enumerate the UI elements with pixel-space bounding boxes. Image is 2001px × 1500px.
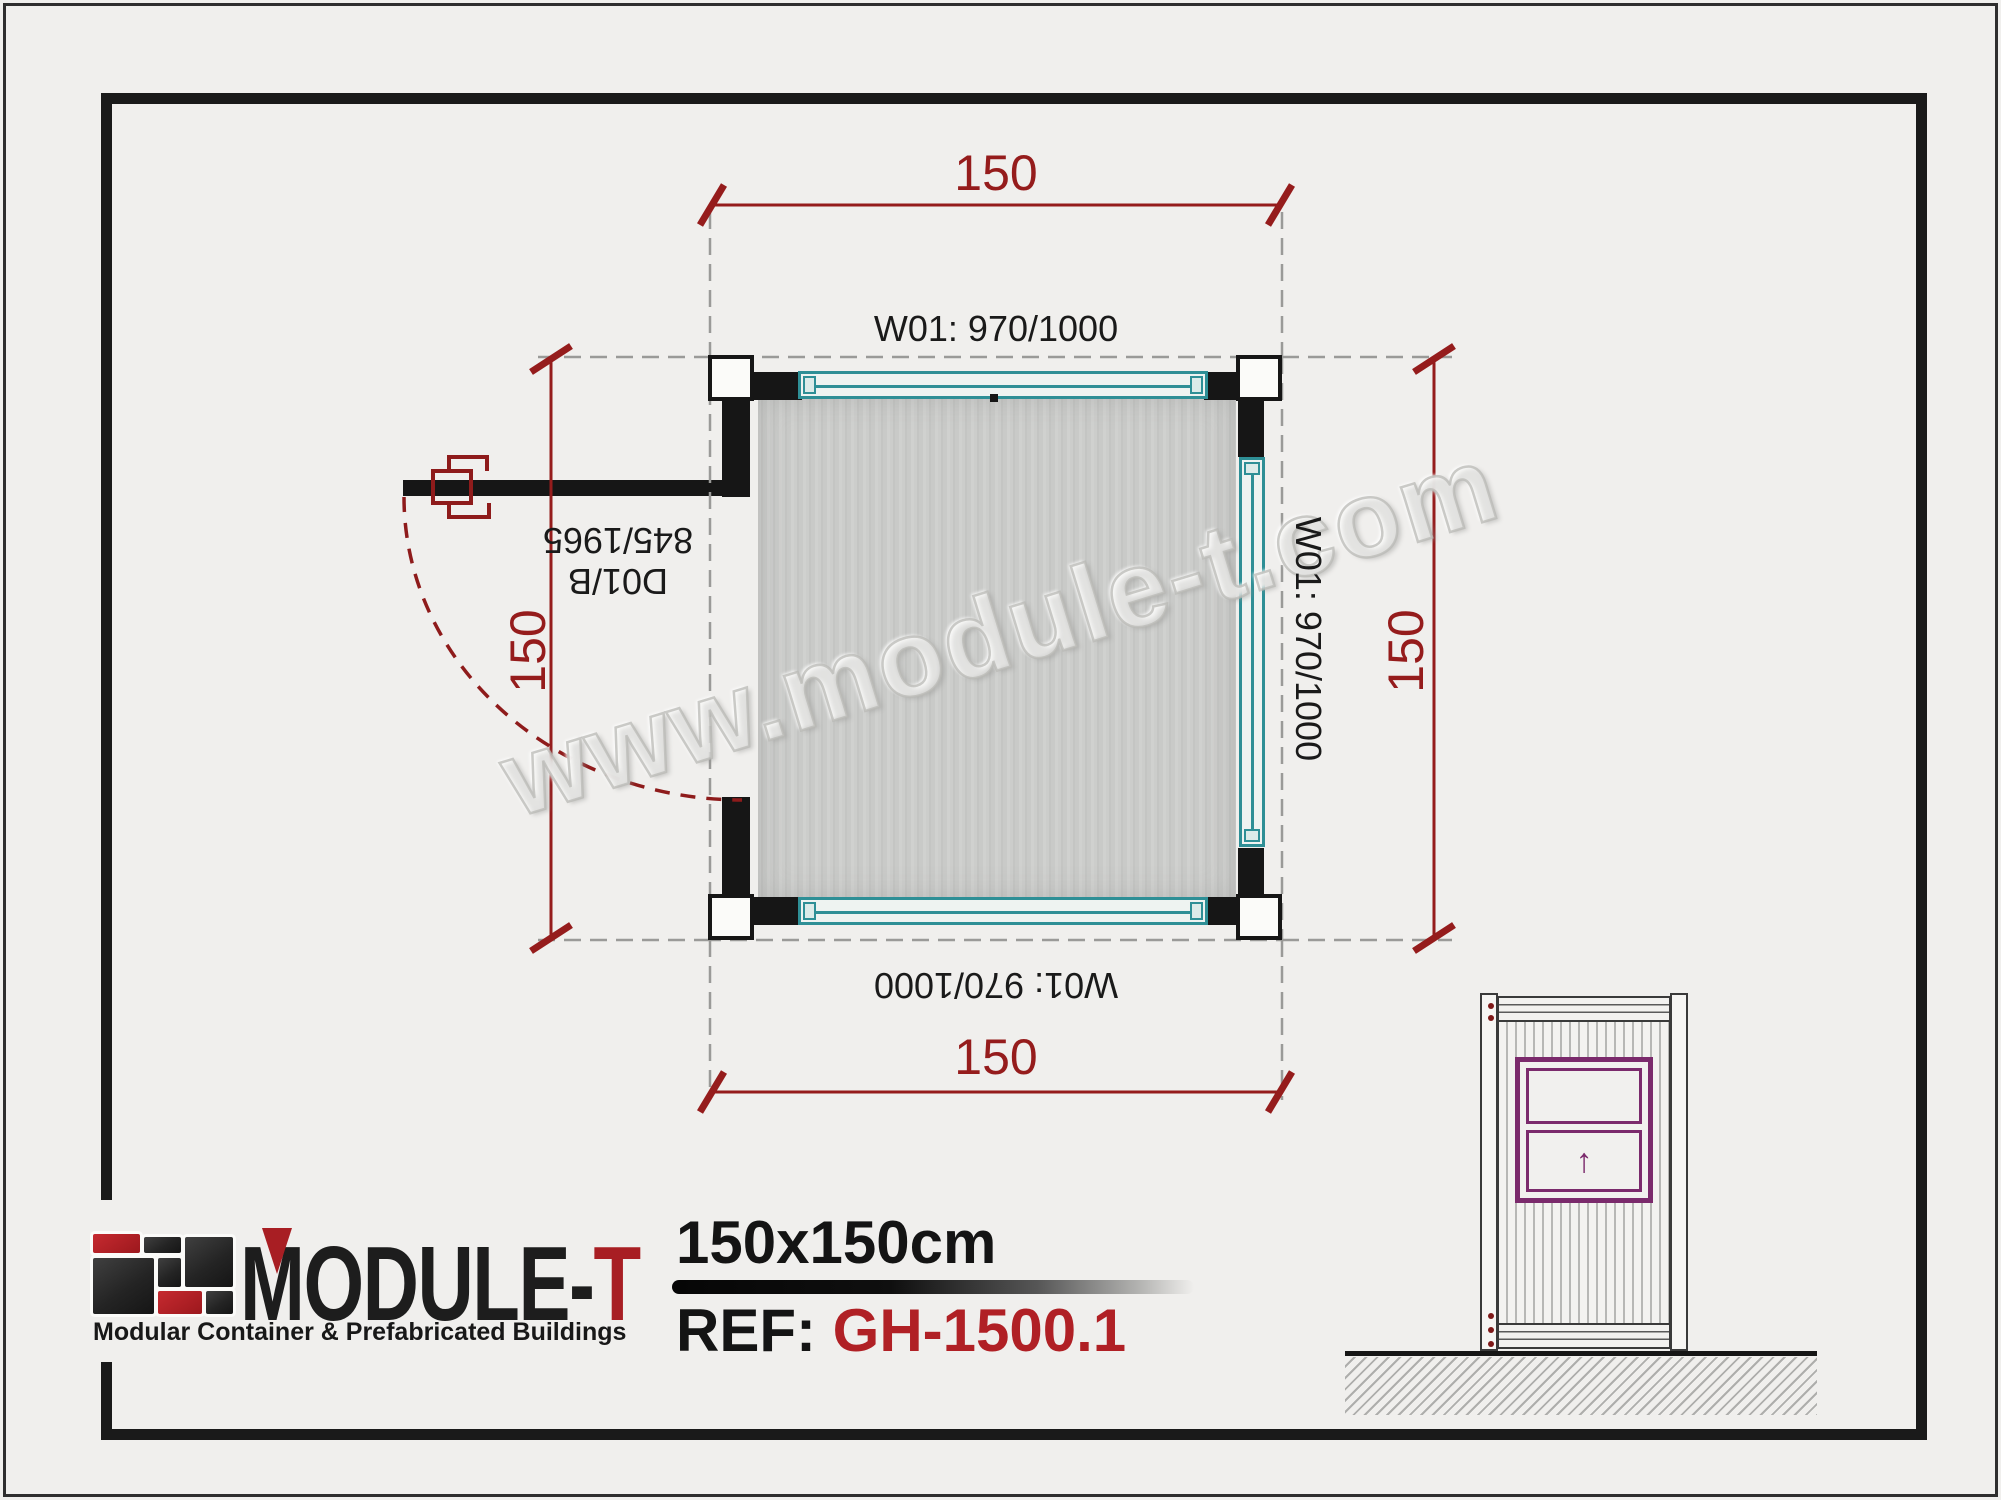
door-swing-arc <box>402 496 743 802</box>
logo-mosaic-square <box>185 1237 233 1287</box>
brand-dash: - <box>568 1225 595 1344</box>
door-code: D01/B <box>567 560 669 602</box>
window-glass-line <box>1251 474 1254 830</box>
door-elevation: ↑ <box>1480 993 1688 1352</box>
hinge-dot <box>1488 1327 1494 1333</box>
window-right-label: W01: 970/1000 <box>1288 516 1329 762</box>
dim-right-value: 150 <box>1378 609 1434 693</box>
reference-label: REF: <box>676 1297 833 1364</box>
logo-mosaic-square <box>93 1258 154 1314</box>
hinge-dot <box>1488 1341 1494 1347</box>
hinge-dot <box>1488 1015 1494 1021</box>
title-divider <box>672 1280 1194 1294</box>
door-frame-right-post <box>1670 993 1688 1351</box>
door-frame-left-post <box>1480 993 1498 1351</box>
brand-m-red-notch <box>262 1228 292 1274</box>
brand-wordmark: MODULE-T <box>240 1224 641 1345</box>
window-bottom-label: W01: 970/1000 <box>873 965 1119 1006</box>
sheet-frame <box>101 93 1927 1440</box>
door-top-rail <box>1497 996 1671 1022</box>
reference-value: GH-1500.1 <box>832 1297 1127 1364</box>
wall-right-lower <box>1238 848 1264 897</box>
logo-mosaic-square <box>158 1258 181 1287</box>
window-glass-line <box>815 385 1191 388</box>
door-bottom-rail <box>1497 1323 1671 1349</box>
dim-ticks <box>529 183 1456 1114</box>
window-top-label: W01: 970/1000 <box>873 308 1119 349</box>
plan-boundary-dashed <box>708 355 1284 942</box>
logo-mosaic-square <box>158 1291 202 1314</box>
window-glass-line <box>815 911 1191 914</box>
corner-post-top-left <box>708 355 754 401</box>
logo-mosaic-square <box>144 1237 181 1253</box>
door-window-upper-pane <box>1526 1068 1642 1124</box>
ground-hatch <box>1345 1357 1817 1415</box>
dim-top-value: 150 <box>954 145 1038 201</box>
logo-mosaic-square <box>206 1291 233 1314</box>
ground-line <box>1345 1351 1817 1356</box>
window-end-cap <box>1244 829 1260 842</box>
window-top <box>798 371 1208 399</box>
door-latch-symbol <box>431 455 491 519</box>
slide-up-arrow-icon: ↑ <box>1575 1142 1593 1180</box>
wall-top-left <box>752 372 802 400</box>
window-bottom <box>798 897 1208 925</box>
corner-post-bottom-right <box>1236 894 1282 940</box>
wall-left-lower <box>722 797 750 897</box>
corner-post-bottom-left <box>708 894 754 940</box>
room-floor <box>758 398 1236 898</box>
door-leaf <box>403 480 747 496</box>
dim-bottom-value: 150 <box>954 1029 1038 1085</box>
brand-t: T <box>593 1225 641 1344</box>
wall-bottom-left <box>752 897 802 925</box>
wall-bottom-right <box>1204 897 1238 925</box>
brand-tagline: Modular Container & Prefabricated Buildi… <box>93 1318 627 1346</box>
logo-mosaic <box>93 1234 235 1314</box>
window-right <box>1239 457 1265 847</box>
window-end-cap <box>1190 902 1203 920</box>
corner-post-top-right <box>1236 355 1282 401</box>
door-size: 845/1965 <box>542 519 694 561</box>
door-label: D01/B 845/1965 <box>518 519 718 602</box>
door-window-frame: ↑ <box>1515 1057 1653 1203</box>
door-window-lower-pane: ↑ <box>1526 1130 1642 1192</box>
window-meeting-mark <box>990 394 998 402</box>
hinge-dot <box>1488 1313 1494 1319</box>
logo-mosaic-square <box>93 1234 140 1253</box>
window-end-cap <box>1190 376 1203 394</box>
wall-top-right <box>1204 372 1238 400</box>
model-size-label: 150x150cm <box>676 1209 997 1276</box>
hinge-dot <box>1488 1003 1494 1009</box>
reference-line: REF: GH-1500.1 <box>676 1296 1126 1365</box>
brand-main: MODULE <box>240 1225 570 1344</box>
wall-right-upper <box>1238 400 1264 457</box>
